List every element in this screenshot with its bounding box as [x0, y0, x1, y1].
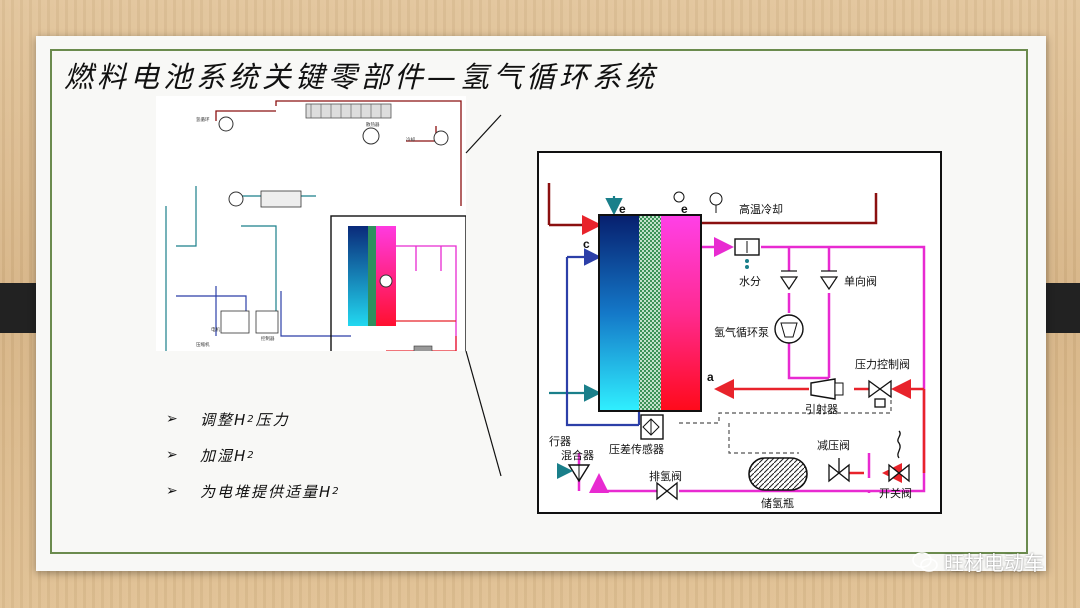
bullet-arrow-icon: ➢: [166, 411, 180, 427]
svg-text:散热器: 散热器: [366, 121, 380, 128]
bullet-text: 加湿H: [200, 446, 248, 465]
label-mixer: 混合器: [561, 448, 594, 462]
bullet-text: 为电堆提供适量H: [200, 482, 333, 501]
label-purge: 排氢阀: [649, 469, 682, 483]
label-left-cut: 行器: [549, 435, 571, 448]
watermark-text: 旺材电动车: [944, 553, 1044, 575]
bullet-tail: 压力: [255, 410, 290, 429]
port-a-label: a: [707, 370, 714, 384]
reducer-valve-icon: [828, 458, 850, 483]
label-water: 水分: [739, 275, 761, 288]
port-c-label: c: [583, 237, 590, 251]
bullet-arrow-icon: ➢: [166, 483, 180, 499]
label-reducer: 减压阀: [817, 438, 850, 452]
watermark: 旺材电动车: [912, 547, 1044, 576]
bullet-sub: 2: [332, 485, 341, 497]
bullet-sub: 2: [247, 449, 256, 461]
label-switch-valve: 开关阀: [879, 486, 912, 500]
label-check-valve: 单向阀: [844, 274, 877, 288]
ejector-icon: [810, 378, 844, 400]
svg-text:冷却: 冷却: [406, 136, 415, 143]
hydrogen-pump-icon: [774, 314, 804, 344]
label-high-temp-cooling: 高温冷却: [739, 202, 783, 216]
label-tank: 储氢瓶: [761, 496, 794, 510]
mixer-icon: [557, 463, 591, 483]
fuel-cell-stack: [598, 214, 702, 412]
svg-text:压缩机: 压缩机: [196, 341, 210, 348]
port-e-label: e: [619, 202, 626, 216]
hydrogen-tank-icon: [748, 457, 808, 491]
coolant-line: [547, 183, 878, 235]
purge-valve-icon: [656, 481, 678, 501]
slide-frame: [50, 49, 1028, 554]
bullet-text: 调整H: [200, 410, 248, 429]
label-pressure-valve: 压力控制阀: [855, 357, 910, 371]
thermometer-icon: [673, 191, 723, 213]
system-thumbnail-diagram: 氢循环 散热器 冷却 电机 控制器 压缩机: [156, 96, 467, 392]
diff-pressure-sensor-icon: [640, 414, 664, 440]
bullet-arrow-icon: ➢: [166, 447, 180, 463]
water-separator-icon: [734, 238, 760, 269]
hydrogen-circulation-diagram: 高温冷却 水分 单向阀 氢气循环泵 压力控制阀 引射器 压差传感器 减压阀 储氢…: [537, 151, 942, 514]
check-valve-icon: [779, 270, 839, 291]
slide-title: 燃料电池系统关键零部件—氢气循环系统: [64, 60, 659, 94]
svg-text:电机: 电机: [211, 326, 220, 333]
svg-text:氢循环: 氢循环: [196, 116, 210, 123]
diagram-svg: 高温冷却 水分 单向阀 氢气循环泵 压力控制阀 引射器 压差传感器 减压阀 储氢…: [547, 183, 926, 510]
switch-valve-icon: [888, 430, 910, 483]
label-ejector: 引射器: [805, 402, 838, 416]
thumbnail-svg: 氢循环 散热器 冷却 电机 控制器 压缩机: [156, 96, 467, 392]
label-diff-sensor: 压差传感器: [609, 442, 664, 456]
wechat-icon: [912, 551, 938, 572]
bullet-sub: 2: [247, 413, 256, 425]
port-e-label: e: [681, 202, 688, 216]
svg-text:控制器: 控制器: [261, 335, 275, 342]
label-h2-pump: 氢气循环泵: [714, 325, 769, 339]
pressure-control-valve-icon: [868, 379, 892, 408]
zoom-connector-lines: [465, 114, 502, 477]
